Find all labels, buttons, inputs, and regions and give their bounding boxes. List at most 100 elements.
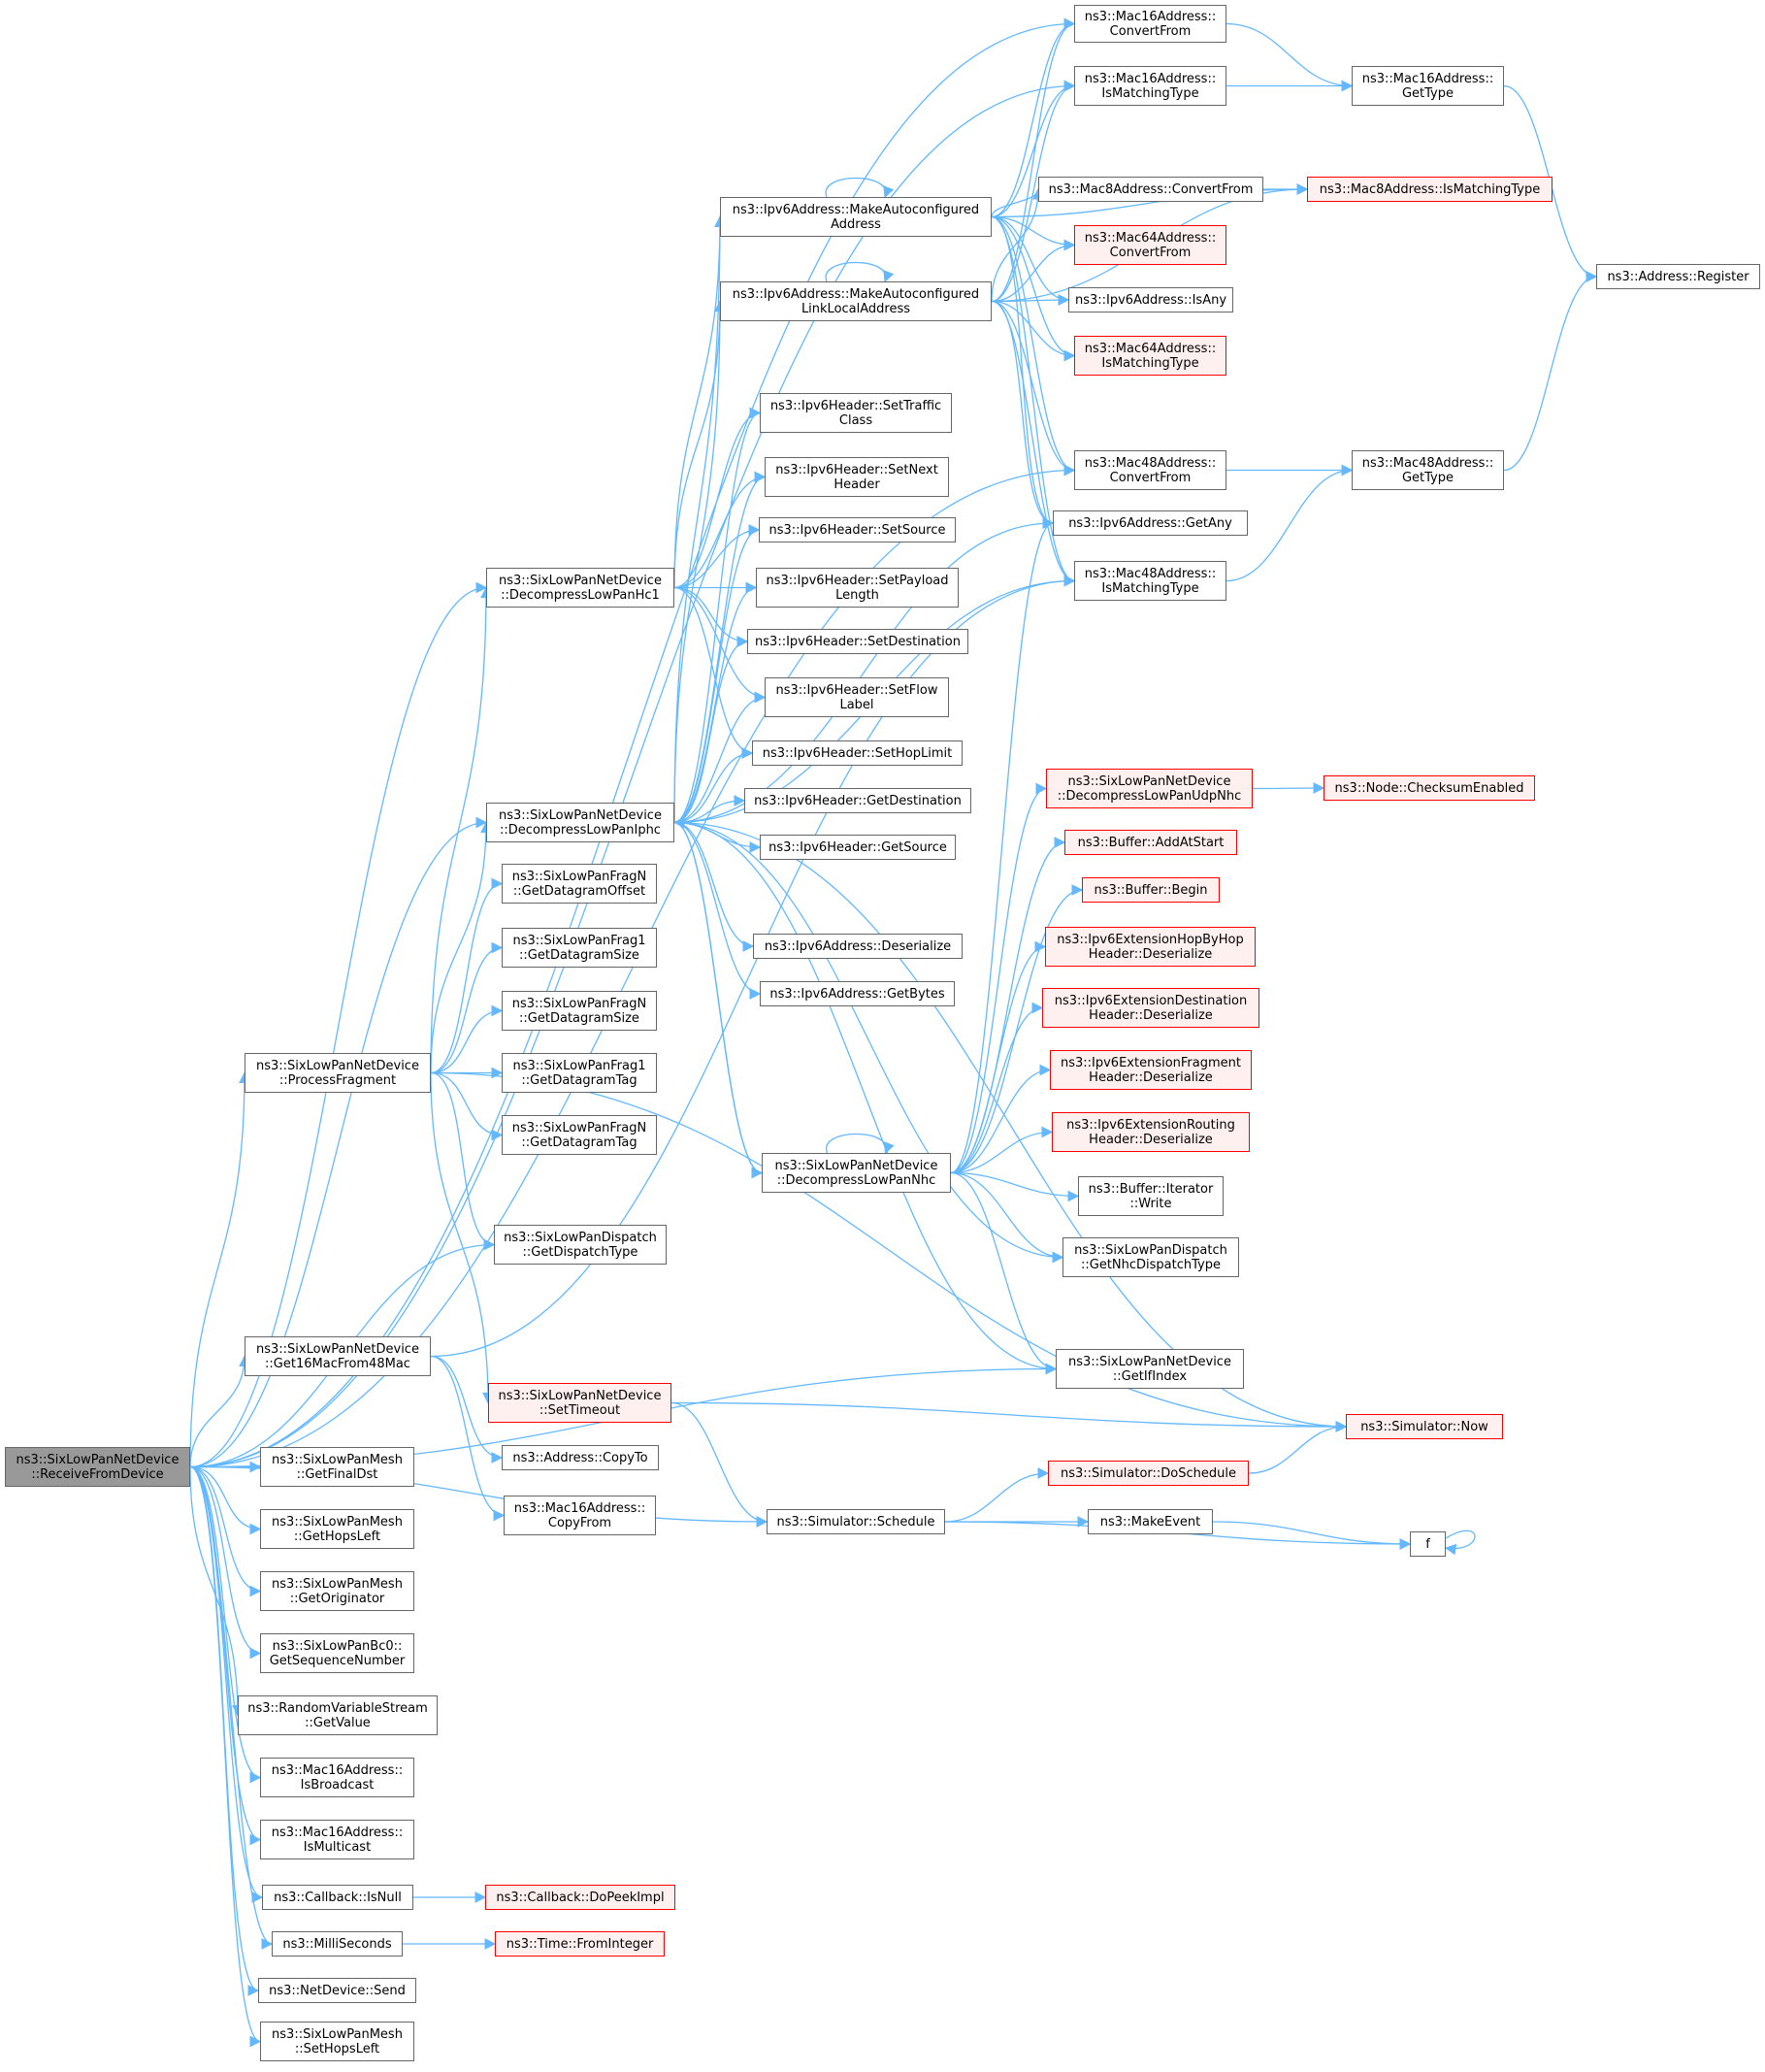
edge-deciphc-to-setsource [673, 524, 761, 824]
edge-root-to-meshhops [189, 1465, 262, 1535]
node-netdevsend[interactable]: ns3::NetDevice::Send [258, 1978, 416, 2003]
node-routeext[interactable]: ns3::Ipv6ExtensionRouting Header::Deseri… [1052, 1112, 1250, 1152]
edge-deciphc-to-setflow [673, 691, 767, 824]
edge-root-to-procfrag [189, 1071, 250, 1467]
node-mac64match[interactable]: ns3::Mac64Address:: IsMatchingType [1074, 336, 1226, 376]
node-mac16match[interactable]: ns3::Mac16Address:: IsMatchingType [1074, 66, 1226, 106]
node-setpayload[interactable]: ns3::Ipv6Header::SetPayload Length [756, 568, 959, 608]
node-nhcdispatch[interactable]: ns3::SixLowPanDispatch ::GetNhcDispatchT… [1062, 1237, 1239, 1277]
node-mac16mcast[interactable]: ns3::Mac16Address:: IsMulticast [260, 1820, 414, 1859]
node-hopbyhop[interactable]: ns3::Ipv6ExtensionHopByHop Header::Deser… [1045, 927, 1256, 967]
node-ipv6deser[interactable]: ns3::Ipv6Address::Deserialize [753, 934, 963, 959]
node-ipv6bytes[interactable]: ns3::Ipv6Address::GetBytes [760, 981, 955, 1006]
node-frag1size[interactable]: ns3::SixLowPanFrag1 ::GetDatagramSize [502, 928, 657, 968]
edge-decnhc-to-decudp [950, 782, 1048, 1174]
node-procfrag[interactable]: ns3::SixLowPanNetDevice ::ProcessFragmen… [245, 1053, 431, 1093]
node-decnhc[interactable]: ns3::SixLowPanNetDevice ::DecompressLowP… [762, 1153, 951, 1193]
node-mac16conv[interactable]: ns3::Mac16Address:: ConvertFrom [1074, 5, 1226, 43]
node-fragntag[interactable]: ns3::SixLowPanFragN ::GetDatagramTag [502, 1115, 657, 1155]
node-cbdopeek[interactable]: ns3::Callback::DoPeekImpl [485, 1885, 675, 1910]
node-simnow[interactable]: ns3::Simulator::Now [1346, 1414, 1503, 1439]
node-root[interactable]: ns3::SixLowPanNetDevice ::ReceiveFromDev… [5, 1447, 190, 1487]
node-meshfinal[interactable]: ns3::SixLowPanMesh ::GetFinalDst [260, 1447, 414, 1487]
node-mac48type[interactable]: ns3::Mac48Address:: GetType [1352, 450, 1504, 490]
edge-procfrag-to-dispatchtype [430, 1071, 496, 1251]
node-dechc1[interactable]: ns3::SixLowPanNetDevice ::DecompressLowP… [486, 568, 674, 608]
node-mac16bcast[interactable]: ns3::Mac16Address:: IsBroadcast [260, 1758, 414, 1797]
node-dispatchtype[interactable]: ns3::SixLowPanDispatch ::GetDispatchType [494, 1225, 667, 1265]
node-destext[interactable]: ns3::Ipv6ExtensionDestination Header::De… [1042, 988, 1259, 1028]
node-addatstart[interactable]: ns3::Buffer::AddAtStart [1064, 830, 1237, 855]
edge-procfrag-to-fragnsize [430, 1004, 504, 1074]
edge-decnhc-to-decnhc [826, 1133, 895, 1155]
node-mac8match[interactable]: ns3::Mac8Address::IsMatchingType [1307, 177, 1553, 202]
edge-deciphc-to-ipv6autoaddr [673, 215, 726, 823]
edge-procfrag-to-dechc1 [430, 586, 492, 1073]
node-getdest[interactable]: ns3::Ipv6Header::GetDestination [744, 788, 971, 813]
node-setsource[interactable]: ns3::Ipv6Header::SetSource [759, 517, 956, 543]
node-mac48match[interactable]: ns3::Mac48Address:: IsMatchingType [1074, 561, 1226, 601]
node-timefromint[interactable]: ns3::Time::FromInteger [495, 1931, 665, 1957]
node-sethop[interactable]: ns3::Ipv6Header::SetHopLimit [752, 740, 963, 766]
node-fragext[interactable]: ns3::Ipv6ExtensionFragment Header::Deser… [1050, 1050, 1252, 1090]
node-get16mac[interactable]: ns3::SixLowPanNetDevice ::Get16MacFrom48… [245, 1336, 431, 1376]
node-getifindex[interactable]: ns3::SixLowPanNetDevice ::GetIfIndex [1056, 1349, 1244, 1389]
edge-mac16conv-to-mac16type [1226, 22, 1354, 92]
node-addrreg[interactable]: ns3::Address::Register [1596, 264, 1760, 289]
node-cbisnull[interactable]: ns3::Callback::IsNull [262, 1885, 413, 1910]
node-setdest[interactable]: ns3::Ipv6Header::SetDestination [747, 629, 968, 654]
node-addrcopyto[interactable]: ns3::Address::CopyTo [502, 1445, 659, 1470]
node-setflow[interactable]: ns3::Ipv6Header::SetFlow Label [765, 677, 949, 717]
edge-settimeout-to-schedule [670, 1401, 768, 1528]
node-setnext[interactable]: ns3::Ipv6Header::SetNext Header [765, 457, 949, 497]
edge-deciphc-to-setdest [673, 636, 749, 824]
node-checksum[interactable]: ns3::Node::ChecksumEnabled [1324, 775, 1535, 801]
node-meshhops[interactable]: ns3::SixLowPanMesh ::GetHopsLeft [260, 1509, 414, 1549]
edge-schedule-to-dosched [944, 1467, 1050, 1523]
node-ipv6autolink[interactable]: ns3::Ipv6Address::MakeAutoconfigured Lin… [720, 281, 992, 321]
edge-dechc1-to-setsource [673, 524, 761, 589]
edge-deciphc-to-getifindex [673, 821, 1058, 1375]
node-bufwrite[interactable]: ns3::Buffer::Iterator ::Write [1078, 1176, 1224, 1216]
edge-procfrag-to-fragntag [430, 1071, 504, 1141]
edge-decnhc-to-nhcdispatch [950, 1171, 1064, 1264]
node-mac8conv[interactable]: ns3::Mac8Address::ConvertFrom [1038, 177, 1263, 202]
node-mac48conv[interactable]: ns3::Mac48Address:: ConvertFrom [1074, 450, 1226, 490]
node-ipv6autoaddr[interactable]: ns3::Ipv6Address::MakeAutoconfigured Add… [720, 197, 992, 237]
node-settimeout[interactable]: ns3::SixLowPanNetDevice ::SetTimeout [488, 1383, 671, 1423]
node-ipv6getany[interactable]: ns3::Ipv6Address::GetAny [1053, 510, 1248, 536]
node-fragnsize[interactable]: ns3::SixLowPanFragN ::GetDatagramSize [502, 991, 657, 1031]
edge-ipv6autoaddr-to-mac64conv [991, 215, 1076, 251]
node-deciphc[interactable]: ns3::SixLowPanNetDevice ::DecompressLowP… [486, 803, 674, 842]
node-makeevent[interactable]: ns3::MakeEvent [1088, 1509, 1213, 1534]
node-mac16type[interactable]: ns3::Mac16Address:: GetType [1352, 66, 1504, 106]
edge-ipv6autoaddr-to-ipv6getany [991, 215, 1055, 529]
node-decudp[interactable]: ns3::SixLowPanNetDevice ::DecompressLowP… [1046, 769, 1253, 808]
node-fragnoffset[interactable]: ns3::SixLowPanFragN ::GetDatagramOffset [502, 864, 657, 904]
node-millisec[interactable]: ns3::MilliSeconds [272, 1931, 403, 1957]
edge-root-to-mac16bcast [189, 1465, 262, 1784]
edge-procfrag-to-frag1size [430, 941, 504, 1074]
edge-procfrag-to-deciphc [430, 821, 492, 1073]
edge-decnhc-to-getifindex [950, 1171, 1058, 1375]
node-dosched[interactable]: ns3::Simulator::DoSchedule [1048, 1461, 1249, 1486]
node-schedule[interactable]: ns3::Simulator::Schedule [767, 1509, 945, 1534]
edge-ipv6autolink-to-mac64conv [991, 239, 1076, 303]
node-meshsethops[interactable]: ns3::SixLowPanMesh ::SetHopsLeft [260, 2022, 414, 2061]
node-bc0seq[interactable]: ns3::SixLowPanBc0:: GetSequenceNumber [260, 1633, 414, 1673]
node-mac64conv[interactable]: ns3::Mac64Address:: ConvertFrom [1074, 225, 1226, 265]
node-ipv6isany[interactable]: ns3::Ipv6Address::IsAny [1068, 287, 1233, 312]
node-frag1tag[interactable]: ns3::SixLowPanFrag1 ::GetDatagramTag [502, 1053, 657, 1093]
node-rvsgetvalue[interactable]: ns3::RandomVariableStream ::GetValue [238, 1695, 438, 1735]
node-settraffic[interactable]: ns3::Ipv6Header::SetTraffic Class [760, 393, 952, 433]
edge-dosched-to-simnow [1248, 1421, 1348, 1474]
node-getsource[interactable]: ns3::Ipv6Header::GetSource [760, 835, 956, 860]
edge-dechc1-to-sethop [673, 586, 754, 759]
edge-deciphc-to-ipv6deser [673, 821, 755, 952]
edge-decnhc-to-hopbyhop [950, 940, 1047, 1174]
edge-ipv6autolink-to-ipv6autolink [825, 261, 895, 283]
node-f[interactable]: f [1410, 1531, 1446, 1557]
node-meshorig[interactable]: ns3::SixLowPanMesh ::GetOriginator [260, 1571, 414, 1611]
node-bufbegin[interactable]: ns3::Buffer::Begin [1082, 877, 1220, 903]
node-mac16copy[interactable]: ns3::Mac16Address:: CopyFrom [504, 1496, 656, 1535]
